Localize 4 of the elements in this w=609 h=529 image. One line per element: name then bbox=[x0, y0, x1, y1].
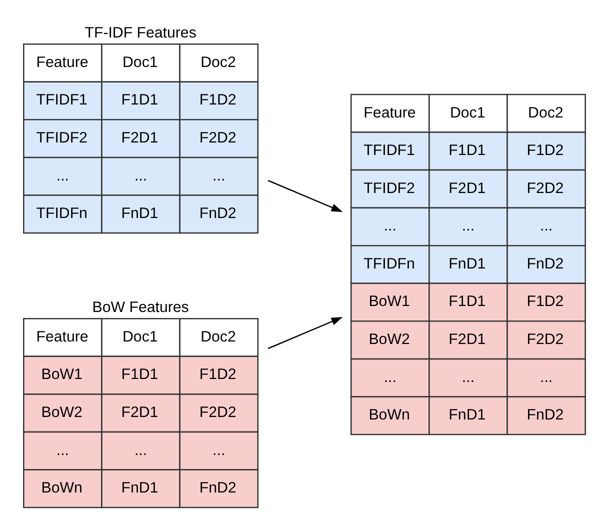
arrow bbox=[268, 317, 343, 350]
node-label: BoW Features bbox=[92, 298, 189, 316]
arrow bbox=[268, 180, 343, 212]
node-label: TF-IDF Features bbox=[84, 24, 196, 42]
